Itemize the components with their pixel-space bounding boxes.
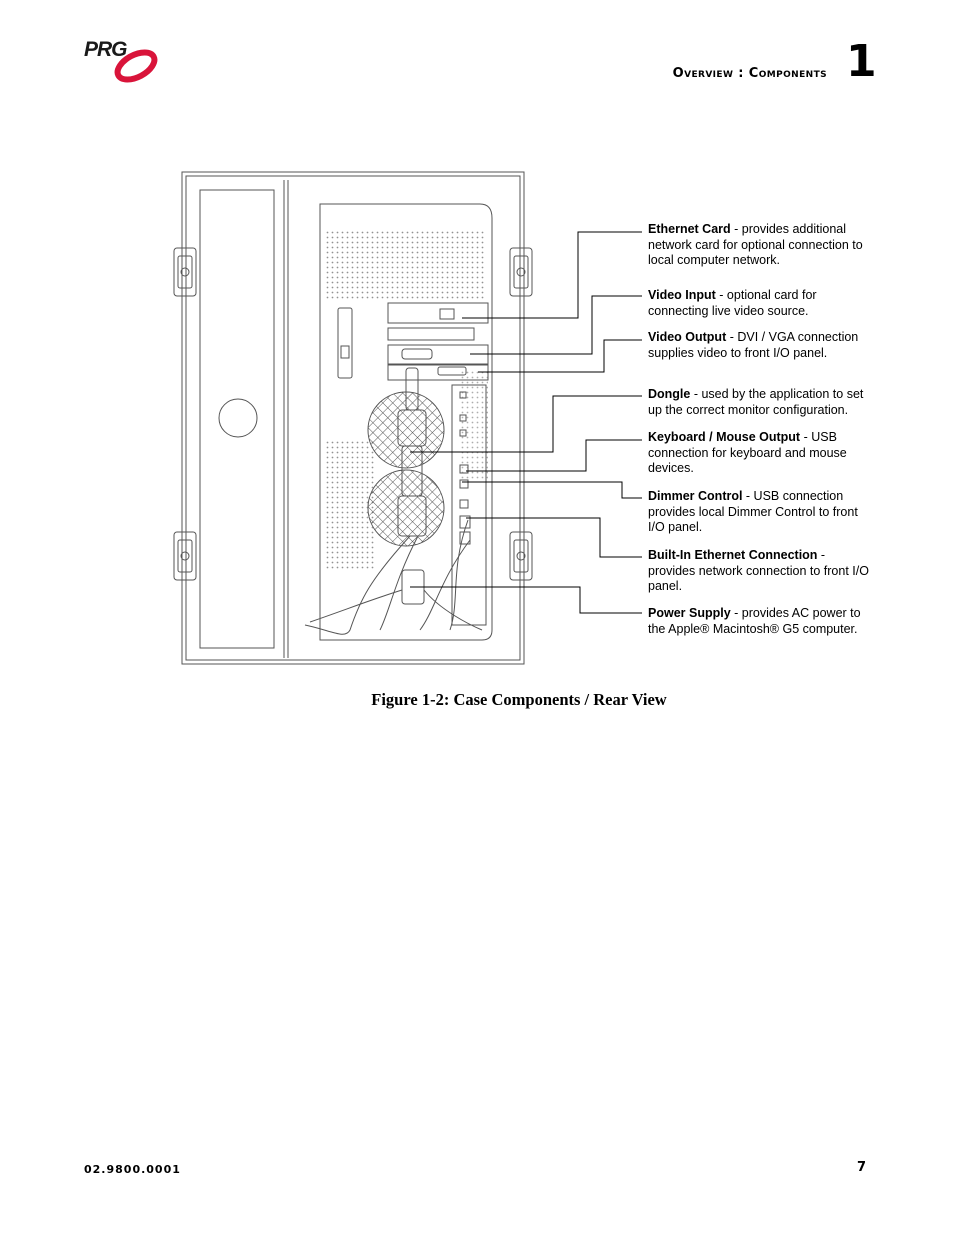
chapter-number: 1 <box>846 36 877 87</box>
callout-built-in-ethernet: Built-In Ethernet Connection - provides … <box>648 548 873 595</box>
page-number: 7 <box>856 1160 866 1175</box>
callout-desc: - provides network connection to front I… <box>648 548 869 593</box>
callout-term: Power Supply <box>648 606 731 620</box>
callout-video-output: Video Output - DVI / VGA connection supp… <box>648 330 873 361</box>
callout-term: Dimmer Control <box>648 489 743 503</box>
section-title: Overview : Components <box>672 66 827 81</box>
logo-text: PRG <box>84 38 128 61</box>
callout-desc: - USB connection for keyboard and mouse … <box>648 430 847 475</box>
callout-term: Video Output <box>648 330 727 344</box>
logo-swoosh-icon <box>114 49 158 83</box>
document-number: 02.9800.0001 <box>84 1163 181 1176</box>
callout-power-supply: Power Supply - provides AC power to the … <box>648 606 873 637</box>
callout-desc: - provides additional network card for o… <box>648 222 863 267</box>
callout-desc: - DVI / VGA connection supplies video to… <box>648 330 859 360</box>
callout-term: Dongle <box>648 387 691 401</box>
callout-term: Keyboard / Mouse Output <box>648 430 801 444</box>
callout-dimmer-control: Dimmer Control - USB connection provides… <box>648 489 873 536</box>
callout-dongle: Dongle - used by the application to set … <box>648 387 873 418</box>
callout-desc: - used by the application to set up the … <box>648 387 864 417</box>
callout-term: Video Input <box>648 288 716 302</box>
callout-desc: - USB connection provides local Dimmer C… <box>648 489 858 534</box>
callout-keyboard-mouse-output: Keyboard / Mouse Output - USB connection… <box>648 430 873 477</box>
callout-desc: - provides AC power to the Apple® Macint… <box>648 606 861 636</box>
callout-term: Built-In Ethernet Connection <box>648 548 818 562</box>
figure-caption: Figure 1-2: Case Components / Rear View <box>371 690 667 709</box>
callout-ethernet-card: Ethernet Card - provides additional netw… <box>648 222 873 269</box>
callout-term: Ethernet Card <box>648 222 731 236</box>
prg-logo: PRG <box>84 38 164 84</box>
callout-video-input: Video Input - optional card for connecti… <box>648 288 873 319</box>
callout-desc: - optional card for connecting live vide… <box>648 288 817 318</box>
case-rear-view-drawing <box>173 171 642 665</box>
